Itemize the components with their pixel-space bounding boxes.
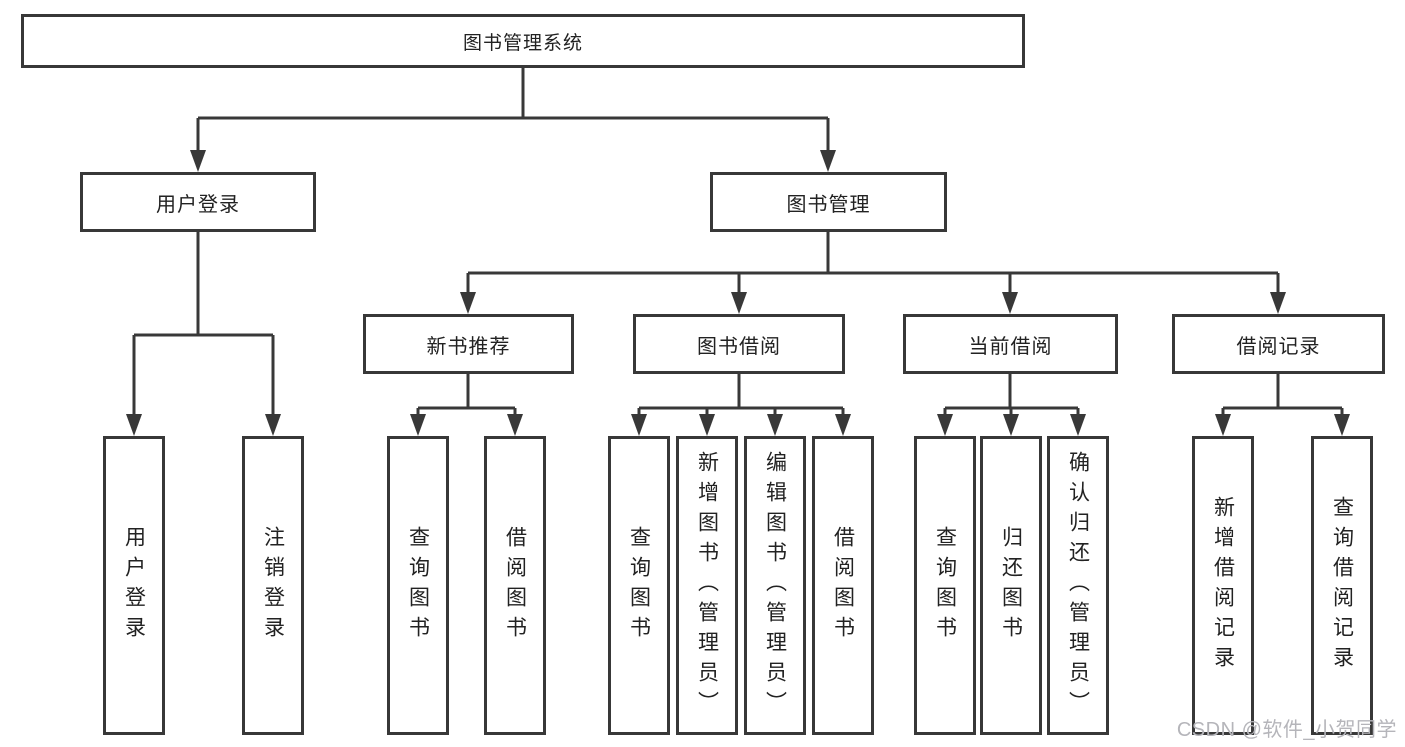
leaf-edit-books-admin: 编辑图书（管理员） <box>744 436 806 735</box>
node-book-borrowing: 图书借阅 <box>633 314 845 374</box>
leaf-label: 新增借阅记录 <box>1211 495 1235 676</box>
node-current-borrowing: 当前借阅 <box>903 314 1118 374</box>
leaf-logout: 注销登录 <box>242 436 304 735</box>
node-new-book-recommendation: 新书推荐 <box>363 314 574 374</box>
node-book-management: 图书管理 <box>710 172 947 232</box>
node-label: 当前借阅 <box>968 335 1053 358</box>
leaf-query-borrow-record: 查询借阅记录 <box>1311 436 1373 735</box>
leaf-confirm-return-admin: 确认归还（管理员） <box>1047 436 1109 735</box>
leaf-add-books-admin: 新增图书（管理员） <box>676 436 738 735</box>
leaf-query-books-borrowing: 查询图书 <box>608 436 670 735</box>
node-user-login: 用户登录 <box>80 172 316 232</box>
leaf-label: 借阅图书 <box>831 525 855 646</box>
node-label: 图书管理系统 <box>462 32 583 54</box>
csdn-watermark: CSDN @软件_小贺同学 <box>1176 719 1397 741</box>
arrowheads <box>126 150 1350 436</box>
leaf-label: 注销登录 <box>261 525 285 646</box>
node-label: 图书借阅 <box>697 335 781 358</box>
leaf-label: 编辑图书（管理员） <box>763 450 787 721</box>
leaf-user-login: 用户登录 <box>103 436 165 735</box>
leaf-label: 确认归还（管理员） <box>1066 450 1090 721</box>
leaf-label: 查询图书 <box>406 525 430 646</box>
leaf-label: 新增图书（管理员） <box>695 450 719 721</box>
leaf-label: 查询借阅记录 <box>1330 495 1354 676</box>
leaf-label: 用户登录 <box>122 525 146 646</box>
node-label: 用户登录 <box>156 193 240 216</box>
leaf-return-books: 归还图书 <box>980 436 1042 735</box>
node-label: 新书推荐 <box>426 335 511 358</box>
leaf-borrow-books-borrowing: 借阅图书 <box>812 436 874 735</box>
node-book-management-system: 图书管理系统 <box>21 14 1025 68</box>
leaf-add-borrow-record: 新增借阅记录 <box>1192 436 1254 735</box>
node-borrowing-records: 借阅记录 <box>1172 314 1385 374</box>
leaf-label: 查询图书 <box>933 525 957 646</box>
node-label: 图书管理 <box>786 193 871 216</box>
leaf-label: 归还图书 <box>999 525 1023 646</box>
leaf-borrow-books-recommend: 借阅图书 <box>484 436 546 735</box>
leaf-query-books-current: 查询图书 <box>914 436 976 735</box>
leaf-query-books-recommend: 查询图书 <box>387 436 449 735</box>
node-label: 借阅记录 <box>1236 335 1321 358</box>
leaf-label: 查询图书 <box>627 525 651 646</box>
leaf-label: 借阅图书 <box>503 525 527 646</box>
